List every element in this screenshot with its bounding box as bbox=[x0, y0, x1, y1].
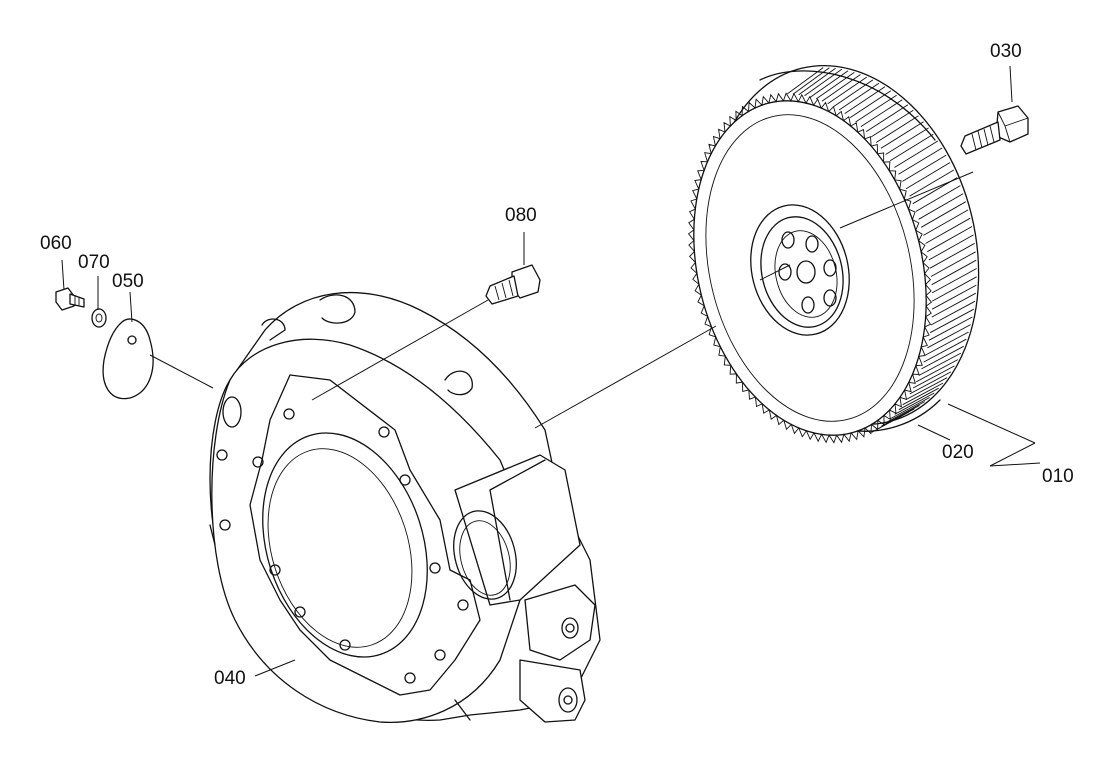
gear-tooth-edge bbox=[930, 251, 976, 277]
gear-tooth-edge bbox=[923, 338, 967, 363]
screw bbox=[55, 287, 85, 311]
flywheel-housing bbox=[209, 292, 601, 724]
cover-plate bbox=[102, 318, 154, 400]
gear-tooth-edge bbox=[875, 115, 919, 143]
ring-gear-side-teeth bbox=[787, 67, 977, 433]
gear-tooth-edge bbox=[931, 268, 977, 294]
gear-tooth-edge bbox=[929, 308, 975, 334]
label-080: 080 bbox=[505, 205, 537, 226]
gear-tooth-edge bbox=[929, 242, 975, 269]
gear-tooth-edge bbox=[833, 79, 874, 108]
gear-tooth-edge bbox=[787, 67, 824, 95]
gear-tooth-edge bbox=[918, 352, 962, 376]
gear-tooth-edge bbox=[909, 371, 952, 395]
gear-tooth-edge bbox=[909, 169, 955, 197]
label-030: 030 bbox=[990, 41, 1022, 62]
gear-tooth-edge bbox=[860, 99, 903, 127]
gear-teeth bbox=[687, 92, 933, 444]
flywheel bbox=[687, 64, 980, 444]
gear-tooth-edge bbox=[881, 405, 920, 427]
gear-tooth-edge bbox=[928, 234, 974, 261]
gear-tooth-edge bbox=[870, 109, 914, 138]
label-010: 010 bbox=[1042, 466, 1074, 487]
washer bbox=[91, 308, 107, 328]
gear-tooth-edge bbox=[880, 121, 924, 149]
gear-tooth-edge bbox=[912, 365, 955, 389]
gear-tooth-edge bbox=[927, 226, 973, 253]
ring-gear-front-teeth bbox=[687, 92, 933, 444]
gear-tooth-edge bbox=[798, 67, 836, 96]
gear-tooth-edge bbox=[923, 209, 969, 236]
gear-tooth-edge bbox=[930, 300, 976, 326]
axis-lines bbox=[149, 171, 974, 429]
gear-tooth-edge bbox=[925, 331, 969, 356]
gear-tooth-edge bbox=[885, 127, 929, 155]
gear-tooth-edge bbox=[931, 259, 977, 286]
label-060: 060 bbox=[40, 233, 72, 254]
gear-tooth-edge bbox=[902, 154, 947, 182]
gear-tooth-edge bbox=[894, 392, 935, 415]
callout-leaders bbox=[61, 65, 1041, 677]
gear-tooth-edge bbox=[928, 316, 973, 341]
gear-tooth-edge bbox=[821, 74, 861, 102]
gear-tooth-edge bbox=[885, 401, 925, 423]
gear-tooth-edge bbox=[905, 162, 951, 190]
gear-tooth-edge bbox=[792, 67, 830, 95]
gear-tooth-edge bbox=[827, 76, 867, 105]
gear-tooth-edge bbox=[838, 82, 880, 111]
gear-tooth-edge bbox=[920, 201, 967, 228]
gear-tooth-edge bbox=[918, 193, 964, 220]
flange-holes bbox=[216, 408, 469, 684]
gear-tooth-edge bbox=[915, 359, 959, 383]
gear-tooth-edge bbox=[898, 387, 939, 411]
label-070: 070 bbox=[78, 252, 110, 273]
gear-tooth-edge bbox=[902, 382, 944, 406]
gear-tooth-edge bbox=[906, 377, 948, 400]
flywheel-bolt bbox=[960, 105, 1029, 155]
gear-tooth-edge bbox=[898, 147, 943, 175]
gear-tooth-edge bbox=[894, 140, 939, 168]
gear-tooth-edge bbox=[844, 86, 886, 114]
gear-tooth-edge bbox=[931, 284, 977, 310]
gear-tooth-edge bbox=[810, 70, 849, 98]
gear-tooth-edge bbox=[855, 94, 897, 123]
gear-tooth-edge bbox=[804, 68, 843, 97]
gear-tooth-edge bbox=[931, 292, 977, 318]
gear-tooth-edge bbox=[865, 104, 909, 132]
gear-tooth-edge bbox=[889, 133, 934, 162]
gear-tooth-edge bbox=[849, 90, 892, 118]
gear-tooth-edge bbox=[931, 276, 977, 302]
label-050: 050 bbox=[112, 271, 144, 292]
label-020: 020 bbox=[942, 442, 974, 463]
gear-tooth-edge bbox=[925, 217, 971, 244]
gear-tooth-edge bbox=[815, 72, 855, 100]
stud-bolt bbox=[485, 264, 541, 305]
gear-tooth-edge bbox=[921, 345, 964, 370]
label-040: 040 bbox=[214, 668, 246, 689]
gear-tooth-edge bbox=[915, 185, 961, 212]
gear-tooth-edge bbox=[927, 324, 971, 349]
gear-tooth-edge bbox=[890, 397, 930, 419]
